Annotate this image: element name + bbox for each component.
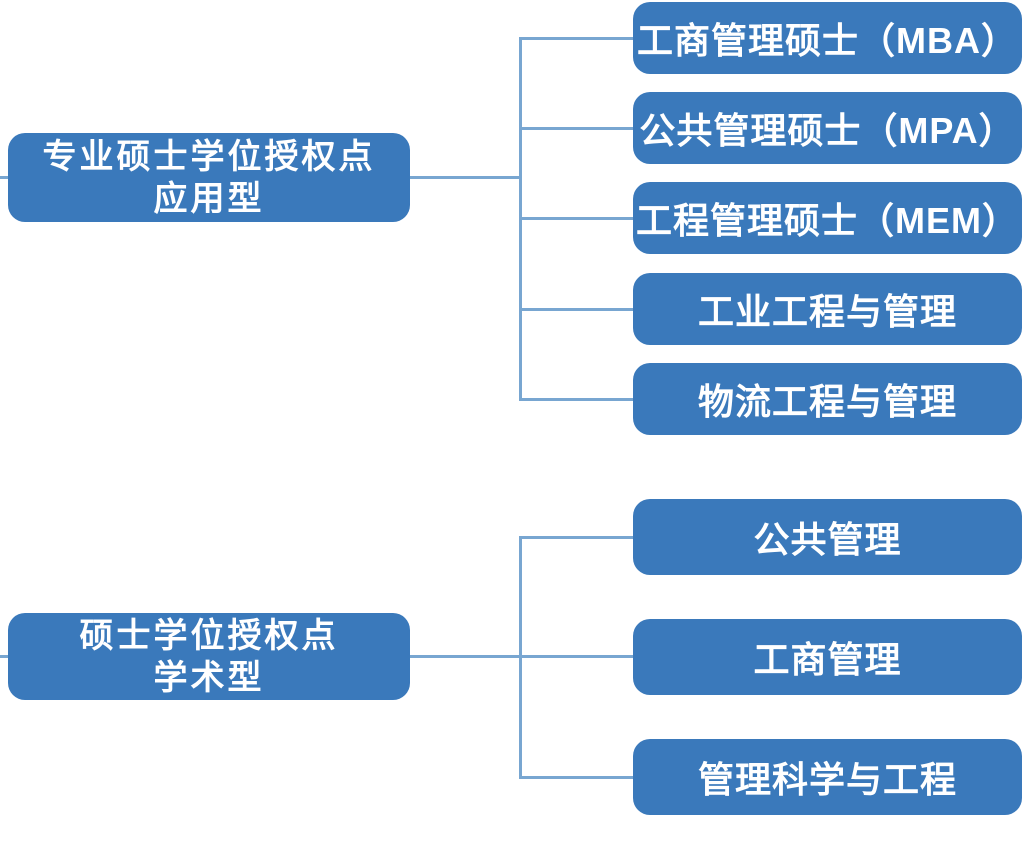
connector-branch-management-science [520,776,633,779]
child-node-public-administration: 公共管理 [633,499,1022,575]
child-node-mpa: 公共管理硕士（MPA） [633,92,1022,164]
child-node-label: 管理科学与工程 [697,759,957,800]
child-node-label: 工商管理 [753,639,902,680]
parent-node-professional-degree: 专业硕士学位授权点 应用型 [8,133,410,222]
connector-parent-professional [410,176,520,179]
connector-branch-industrial-eng [520,308,633,311]
connector-branch-business-admin [520,655,633,658]
child-node-label: 工程管理硕士（MEM） [636,200,1019,241]
child-node-mba: 工商管理硕士（MBA） [633,2,1022,74]
child-node-business-administration: 工商管理 [633,619,1022,695]
child-node-industrial-engineering: 工业工程与管理 [633,273,1022,345]
child-node-management-science-engineering: 管理科学与工程 [633,739,1022,815]
connector-branch-mem [520,217,633,220]
root-connector-stub-top [0,176,9,179]
parent-node-label-line2: 应用型 [153,179,265,218]
child-node-label: 物流工程与管理 [697,381,957,422]
parent-node-label-line2: 学术型 [153,658,265,697]
connector-branch-logistics-eng [520,398,633,401]
connector-branch-public-admin [520,536,633,539]
connector-branch-mba [520,37,633,40]
parent-node-label-line1: 硕士学位授权点 [79,616,339,655]
child-node-label: 工商管理硕士（MBA） [637,20,1018,61]
root-connector-stub-bottom [0,655,9,658]
child-node-label: 公共管理硕士（MPA） [639,110,1016,151]
child-node-label: 工业工程与管理 [697,291,957,332]
parent-node-label-line1: 专业硕士学位授权点 [42,137,376,176]
child-node-logistics-engineering: 物流工程与管理 [633,363,1022,435]
child-node-mem: 工程管理硕士（MEM） [633,182,1022,254]
child-node-label: 公共管理 [753,519,902,560]
parent-node-academic-degree: 硕士学位授权点 学术型 [8,613,410,700]
connector-branch-mpa [520,127,633,130]
connector-parent-academic [410,655,520,658]
